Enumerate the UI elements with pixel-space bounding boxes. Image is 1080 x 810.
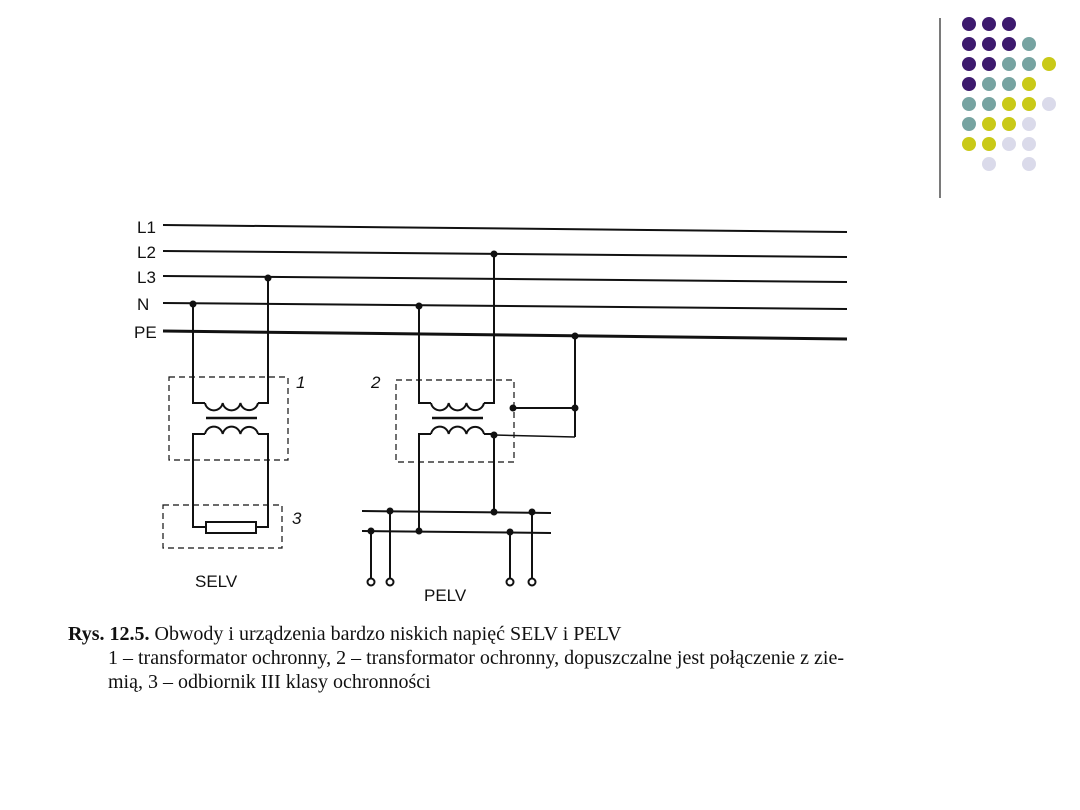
decorative-dot [1022,57,1036,71]
figure-caption: Rys. 12.5. Obwody i urządzenia bardzo ni… [68,622,844,694]
decorative-dot [962,77,976,91]
label-l1: L1 [137,218,156,237]
decorative-dot [1022,77,1036,91]
caption-line-2: 1 – transformator ochronny, 2 – transfor… [108,647,845,669]
label-2: 2 [370,373,381,392]
decorative-dot [962,117,976,131]
decorative-dot [982,117,996,131]
label-1: 1 [296,373,305,392]
decorative-dot [1002,137,1016,151]
decorative-dot [962,97,976,111]
decorative-dot [982,97,996,111]
decorative-dot [1022,137,1036,151]
transformer-1-box [168,376,289,461]
decorative-dot [1022,157,1036,171]
label-pelv: PELV [424,586,467,605]
decorative-dot [1002,97,1016,111]
decorative-dot [1002,77,1016,91]
label-l2: L2 [137,243,156,262]
decorative-dot-grid [939,17,1056,198]
decorative-dot [1042,97,1056,111]
decorative-dot [982,137,996,151]
decorative-dot [962,137,976,151]
line-l3 [162,275,848,283]
label-3: 3 [292,509,302,528]
decorative-dot [1022,37,1036,51]
label-l3: L3 [137,268,156,287]
figure-number: Rys. 12.5. [68,623,150,645]
label-n: N [137,295,149,314]
decorative-dot [1002,117,1016,131]
decorative-dot [962,37,976,51]
decorative-dot [1002,57,1016,71]
decorative-dot [982,17,996,31]
figure-title: Obwody i urządzenia bardzo niskich napię… [154,623,622,645]
caption-line-3: mią, 3 – odbiornik III klasy ochronności [108,671,431,693]
line-pe [162,329,848,341]
label-selv: SELV [195,572,238,591]
transformer-2-box [395,379,515,463]
decorative-dot [982,57,996,71]
decorative-dot [962,57,976,71]
pelv-circuit [361,250,579,587]
decorative-dot [982,77,996,91]
decorative-dot [982,37,996,51]
decorative-dot [1022,97,1036,111]
decorative-dot [1042,57,1056,71]
decorative-dot [982,157,996,171]
decorative-dot [962,17,976,31]
label-pe: PE [134,323,157,342]
line-l2 [162,250,848,258]
load-3-box [162,504,283,549]
line-l1 [162,224,848,233]
decorative-dot [1002,17,1016,31]
decorative-dot [1002,37,1016,51]
selv-circuit [162,274,289,549]
selv-pelv-circuit-diagram: L1 L2 L3 N PE 1 3 SELV [134,218,848,605]
decorative-dot [1022,117,1036,131]
line-n [162,302,848,310]
